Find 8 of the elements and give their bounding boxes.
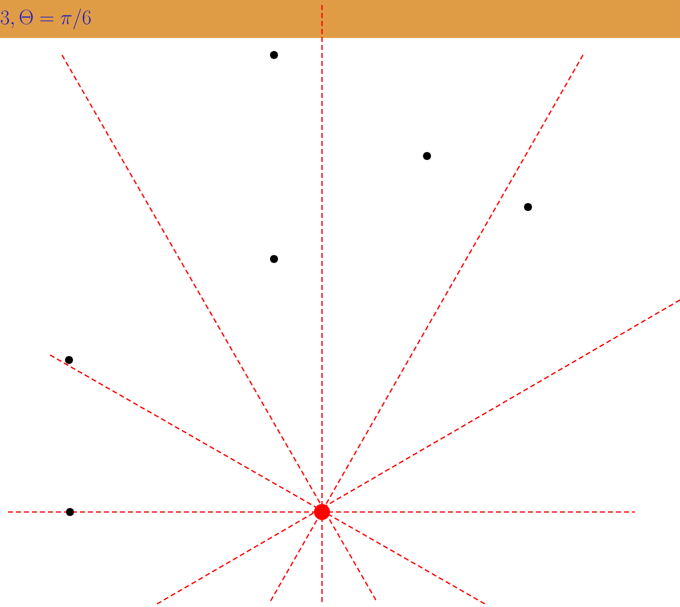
point-marker — [270, 51, 278, 59]
point-marker — [524, 203, 532, 211]
point-marker — [314, 504, 330, 520]
point-marker — [66, 508, 74, 516]
point-marker — [270, 254, 278, 263]
title-bar: $3, \Theta = \pi/6$ — [0, 0, 680, 38]
point-marker — [65, 356, 73, 364]
point-marker — [423, 152, 431, 160]
